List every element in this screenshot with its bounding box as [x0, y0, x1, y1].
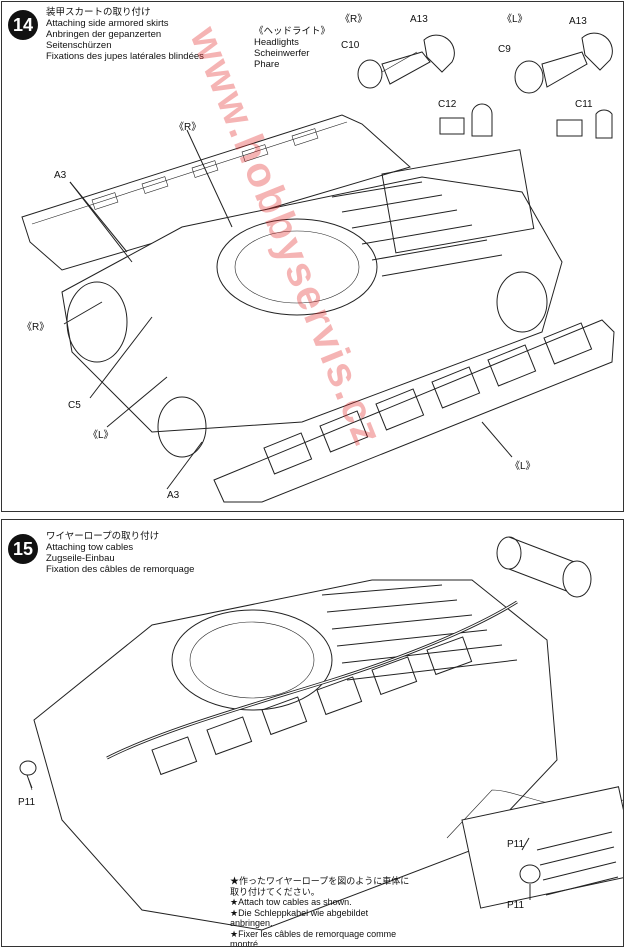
note-de-2: anbringen. — [230, 918, 273, 928]
headlights-en: Headlights — [254, 37, 299, 48]
title-de-2: Seitenschürzen — [46, 40, 112, 51]
label-l-left: 《L》 — [88, 430, 114, 441]
title-en: Attaching side armored skirts — [46, 18, 169, 29]
label-a3-bottom: A3 — [167, 490, 180, 501]
step-14-panel: 14 装甲スカートの取り付け Attaching side armored sk… — [1, 1, 624, 512]
label-c12: C12 — [438, 99, 457, 110]
label-r-skirt: 《R》 — [174, 122, 202, 133]
label-r-headlight: 《R》 — [340, 14, 368, 25]
title-en: Attaching tow cables — [46, 542, 134, 553]
label-p11-detail-a: P11 — [507, 839, 525, 850]
label-a13-l: A13 — [569, 16, 587, 27]
note-de-1: ★Die Schleppkabel wie abgebildet — [230, 907, 369, 918]
label-p11-detail-b: P11 — [507, 900, 525, 911]
note-jp-1: ★作ったワイヤーロープを図のように車体に — [230, 876, 410, 886]
title-fr: Fixation des câbles de remorquage — [46, 564, 195, 575]
label-c5: C5 — [68, 400, 81, 411]
cable-note: ★作ったワイヤーロープを図のように車体に 取り付けてください。 ★Attach … — [230, 876, 410, 947]
note-fr-2: montré. — [230, 939, 261, 947]
headlights-fr: Phare — [254, 59, 280, 70]
step-15-illustration — [19, 536, 623, 931]
label-l-headlight: 《L》 — [502, 14, 528, 25]
label-a13-r: A13 — [410, 14, 428, 25]
headlights-caption: 《ヘッドライト》 Headlights Scheinwerfer Phare — [254, 26, 330, 70]
step-number-badge: 15 — [8, 534, 38, 564]
step-14-title: 装甲スカートの取り付け Attaching side armored skirt… — [46, 7, 204, 62]
label-l-skirt: 《L》 — [510, 461, 536, 472]
title-fr: Fixations des jupes latérales blindées — [46, 51, 204, 62]
note-en: ★Attach tow cables as shown. — [230, 897, 352, 907]
step-14-illustration — [21, 32, 615, 503]
title-de: Anbringen der gepanzerten — [46, 29, 162, 40]
title-de: Zugseile-Einbau — [46, 553, 115, 564]
note-fr-1: ★Fixer les câbles de remorquage comme — [230, 928, 397, 939]
label-c9: C9 — [498, 44, 511, 55]
title-jp: ワイヤーロープの取り付け — [46, 531, 160, 542]
step-15-title: ワイヤーロープの取り付け Attaching tow cables Zugsei… — [46, 531, 194, 575]
label-c10: C10 — [341, 40, 360, 51]
label-a3-top: A3 — [54, 170, 67, 181]
title-jp: 装甲スカートの取り付け — [46, 7, 151, 18]
step-number-badge: 14 — [8, 10, 38, 40]
label-r-left: 《R》 — [22, 322, 50, 333]
headlights-de: Scheinwerfer — [254, 48, 310, 59]
label-p11-left: P11 — [18, 797, 36, 808]
label-c11: C11 — [575, 99, 593, 110]
headlights-jp: 《ヘッドライト》 — [254, 26, 331, 37]
step-15-panel: 15 ワイヤーロープの取り付け Attaching tow cables Zug… — [1, 519, 624, 947]
note-jp-2: 取り付けてください。 — [230, 886, 320, 897]
